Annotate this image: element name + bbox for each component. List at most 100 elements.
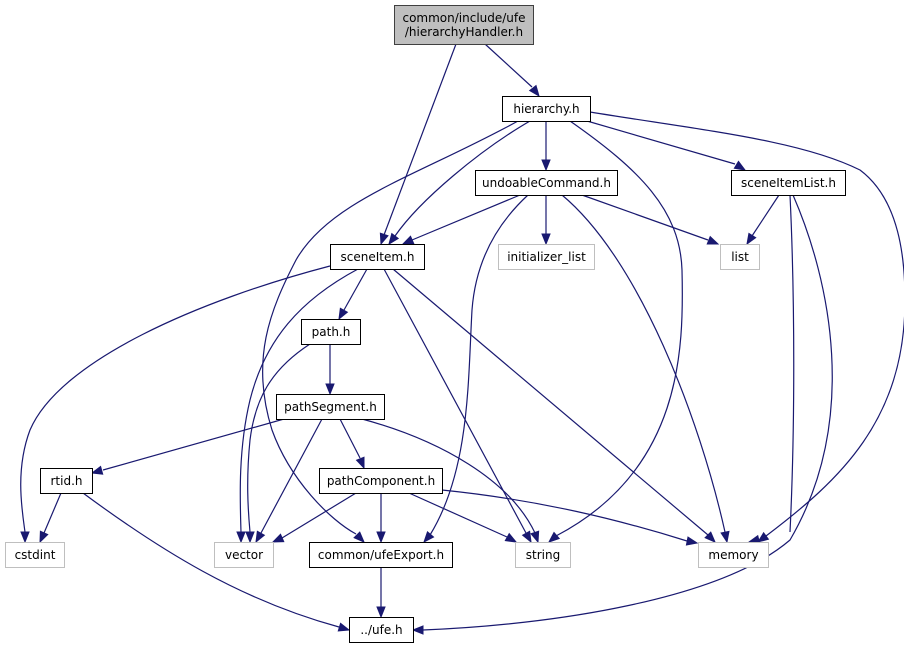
edge-undoableCommand-to-list <box>581 194 720 245</box>
node-label: initializer_list <box>507 250 586 264</box>
edges-layer <box>20 43 904 635</box>
arrowhead-icon <box>706 235 720 245</box>
node-label: common/ufeExport.h <box>318 548 444 562</box>
node-memory: memory <box>698 542 769 568</box>
node-string: string <box>515 542 571 568</box>
arrowhead-icon <box>376 606 386 619</box>
edge-sceneItem-to-vector <box>236 268 359 544</box>
node-pathSegment[interactable]: pathSegment.h <box>276 394 385 420</box>
arrowhead-icon <box>271 533 285 543</box>
node-box <box>498 244 595 270</box>
edge-rtid-to-ufe <box>82 492 351 632</box>
edge-pathSegment-to-string <box>361 418 540 544</box>
node-label: rtid.h <box>50 474 82 488</box>
node-rtid[interactable]: rtid.h <box>40 468 93 494</box>
arrowhead-icon <box>353 531 365 543</box>
edge-sceneItem-to-cstdint <box>20 265 331 544</box>
node-label: pathComponent.h <box>327 474 435 488</box>
arrowhead-icon <box>338 307 349 321</box>
edge-line <box>43 492 62 534</box>
node-box <box>319 468 443 494</box>
edge-rtid-to-cstdint <box>39 492 62 544</box>
node-vector: vector <box>214 542 274 568</box>
node-label: memory <box>708 548 758 562</box>
node-box <box>276 394 385 420</box>
edge-line <box>239 268 359 533</box>
arrowhead-icon <box>504 532 518 543</box>
edge-hierarchyHandler-to-hierarchy <box>484 43 540 98</box>
edge-hierarchy-to-sceneItem <box>388 120 531 246</box>
node-label: /hierarchyHandler.h <box>405 25 523 39</box>
edge-hierarchyHandler-to-sceneItem <box>379 43 457 246</box>
edge-undoableCommand-to-memory <box>561 194 730 544</box>
node-box <box>731 170 846 196</box>
edge-line <box>361 418 536 534</box>
edge-line <box>383 43 457 236</box>
node-box <box>502 96 591 122</box>
node-hierarchy[interactable]: hierarchy.h <box>502 96 591 122</box>
node-label: hierarchy.h <box>513 102 579 116</box>
edge-line <box>20 265 331 533</box>
node-path[interactable]: path.h <box>301 319 361 345</box>
node-sceneItem[interactable]: sceneItem.h <box>330 244 425 270</box>
edge-sceneItemList-to-ufe <box>411 194 833 635</box>
edge-line <box>247 343 311 533</box>
arrowhead-icon <box>720 530 730 544</box>
edge-hierarchy-to-ufeExport <box>261 120 519 543</box>
nodes-layer: common/include/ufe/hierarchyHandler.h hie… <box>5 5 846 643</box>
edge-line <box>102 418 285 471</box>
arrowhead-icon <box>541 233 551 246</box>
edge-line <box>411 194 521 241</box>
node-ufe[interactable]: ../ufe.h <box>349 617 414 643</box>
node-pathComponent[interactable]: pathComponent.h <box>319 468 443 494</box>
node-label: undoableCommand.h <box>482 176 611 190</box>
node-label: path.h <box>312 325 351 339</box>
edge-line <box>555 120 683 537</box>
edge-line <box>339 418 361 459</box>
edge-line <box>82 492 340 628</box>
arrowhead-icon <box>756 531 770 543</box>
edge-pathComponent-to-string <box>408 492 518 543</box>
edge-hierarchy-to-memory <box>589 111 904 543</box>
edge-line <box>260 418 323 534</box>
node-label: sceneItemList.h <box>741 176 836 190</box>
edge-path-to-vector <box>245 343 311 544</box>
node-box <box>394 5 534 45</box>
arrowhead-icon <box>255 530 266 544</box>
edge-line <box>408 492 508 538</box>
arrowhead-icon <box>541 159 551 172</box>
arrowhead-icon <box>733 160 747 171</box>
arrowhead-icon <box>423 530 435 544</box>
node-box <box>330 244 425 270</box>
edge-undoableCommand-to-sceneItem <box>401 194 521 245</box>
edge-line <box>586 120 736 165</box>
node-box <box>698 542 769 568</box>
edge-undoableCommand-to-initializer_list <box>541 195 551 246</box>
node-sceneItemList[interactable]: sceneItemList.h <box>731 170 846 196</box>
arrowhead-icon <box>325 383 335 396</box>
edge-line <box>281 492 357 539</box>
node-list: list <box>720 244 760 270</box>
arrowhead-icon <box>90 465 104 475</box>
edge-pathComponent-to-memory <box>441 489 699 546</box>
arrowhead-icon <box>521 530 532 544</box>
node-label: ../ufe.h <box>360 623 402 637</box>
edge-sceneItem-to-memory <box>392 268 716 543</box>
arrowhead-icon <box>379 232 389 246</box>
edge-hierarchy-to-undoableCommand <box>541 121 551 172</box>
node-box <box>214 542 274 568</box>
edge-pathComponent-to-vector <box>271 492 357 543</box>
edge-ufeExport-to-ufe <box>376 567 386 619</box>
node-ufeExport[interactable]: common/ufeExport.h <box>309 542 453 568</box>
edge-line <box>589 111 904 537</box>
node-box <box>720 244 760 270</box>
node-undoableCommand[interactable]: undoableCommand.h <box>475 170 618 196</box>
arrowhead-icon <box>530 530 540 544</box>
edge-line <box>261 120 519 535</box>
node-box <box>5 542 65 568</box>
node-label: string <box>526 548 560 562</box>
node-cstdint: cstdint <box>5 542 65 568</box>
edge-pathSegment-to-vector <box>255 418 323 544</box>
node-hierarchyHandler[interactable]: common/include/ufe/hierarchyHandler.h <box>394 5 534 45</box>
